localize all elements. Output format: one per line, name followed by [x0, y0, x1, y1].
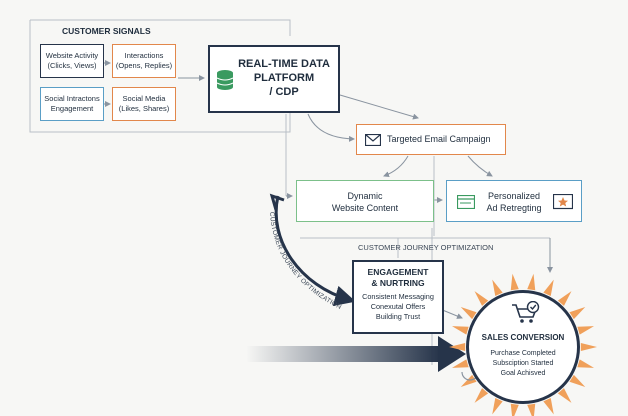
cart-check-icon [512, 301, 540, 323]
interactions-box: Interactions (Opens, Replies) [112, 44, 176, 78]
burst-ray [557, 388, 572, 403]
engagement-item-1: Consistent Messaging [362, 292, 434, 301]
social-media-box: Social Media (Likes, Shares) [112, 87, 176, 121]
social-interactions-box: Social Intractons Engagement [40, 87, 104, 121]
platform-line2: PLATFORM [253, 72, 315, 84]
social-media-line1: Social Media [122, 94, 166, 103]
engagement-box: ENGAGEMENT & NURTRING Consistent Messagi… [352, 260, 444, 334]
burst-ray [460, 374, 477, 388]
conversion-title: SALES CONVERSION [481, 333, 565, 342]
burst-ray [569, 306, 586, 320]
burst-ray [449, 342, 466, 352]
interactions-line2: (Opens, Replies) [115, 61, 173, 70]
burst-ray [460, 306, 477, 320]
journey-arc-head [269, 193, 285, 211]
burst-ray [577, 359, 595, 368]
journey-arc [274, 195, 356, 307]
database-icon [216, 70, 234, 90]
burst-ray [580, 342, 597, 352]
platform-box: REAL-TIME DATA PLATFORM / CDP [208, 45, 340, 113]
engagement-title-line2: & NURTRING [371, 278, 425, 288]
burst-ray [543, 397, 554, 415]
ad-box: Personalized Ad Retregting [446, 180, 582, 222]
social-interactions-line1: Social Intractons [44, 94, 100, 103]
engagement-item-2: Conexutal Offers [370, 302, 426, 311]
journey-horizontal-label: CUSTOMER JOURNEY OPTIMIZATION [358, 243, 494, 252]
burst-ray [451, 326, 469, 335]
burst-ray [451, 359, 469, 368]
social-media-line2: (Likes, Shares) [118, 104, 170, 113]
website-content-box: Dynamic Website Content [296, 180, 434, 222]
platform-line1: REAL-TIME DATA [238, 58, 330, 70]
arrow-platform-to-email [307, 113, 355, 142]
burst-ray [543, 279, 554, 297]
big-arrow-shaft [246, 346, 440, 362]
burst-ray [557, 291, 572, 306]
website-content-line2: Website Content [331, 203, 399, 213]
interactions-line1: Interactions [124, 51, 164, 60]
conversion-burst [449, 273, 597, 416]
browser-icon [457, 195, 475, 209]
conversion-item-3: Goal Achisved [500, 370, 546, 377]
burst-ray [492, 279, 503, 297]
burst-ray [527, 273, 536, 291]
platform-line3: / CDP [269, 86, 299, 98]
line-platform-to-right [339, 94, 419, 120]
website-activity-box: Website Activity (Clicks, Views) [40, 44, 104, 78]
conversion-item-2: Subsciption Started [492, 360, 554, 367]
arrow-email-to-ad [467, 155, 493, 177]
website-content-line1: Dynamic [347, 191, 383, 201]
social-interactions-line2: Engagement [50, 104, 94, 113]
burst-ray [510, 403, 519, 416]
burst-ray [474, 388, 489, 403]
signals-heading: CUSTOMER SIGNALS [62, 26, 151, 36]
arrow-email-to-website [383, 155, 409, 178]
conversion-item-1: Purchase Completed [490, 350, 556, 357]
email-label: Targeted Email Campaign [387, 134, 491, 144]
engagement-item-3: Building Trust [375, 312, 421, 321]
burst-ray [474, 291, 489, 306]
burst-ray [569, 374, 586, 388]
burst-ray [510, 273, 519, 291]
ad-line1: Personalized [487, 191, 541, 201]
burst-ray [527, 403, 536, 416]
conversion-circle: SALES CONVERSION Purchase Completed Subs… [466, 290, 580, 404]
burst-ray [577, 326, 595, 335]
big-arrow-head [438, 336, 466, 372]
ad-line2: Ad Retregting [486, 203, 542, 213]
email-box: Targeted Email Campaign [356, 124, 506, 155]
envelope-icon [365, 134, 381, 146]
website-activity-line2: (Clicks, Views) [47, 61, 97, 70]
ad-star-icon [553, 194, 573, 210]
website-activity-line1: Website Activity [45, 51, 99, 60]
engagement-title-line1: ENGAGEMENT [367, 267, 429, 277]
burst-ray [492, 397, 503, 415]
